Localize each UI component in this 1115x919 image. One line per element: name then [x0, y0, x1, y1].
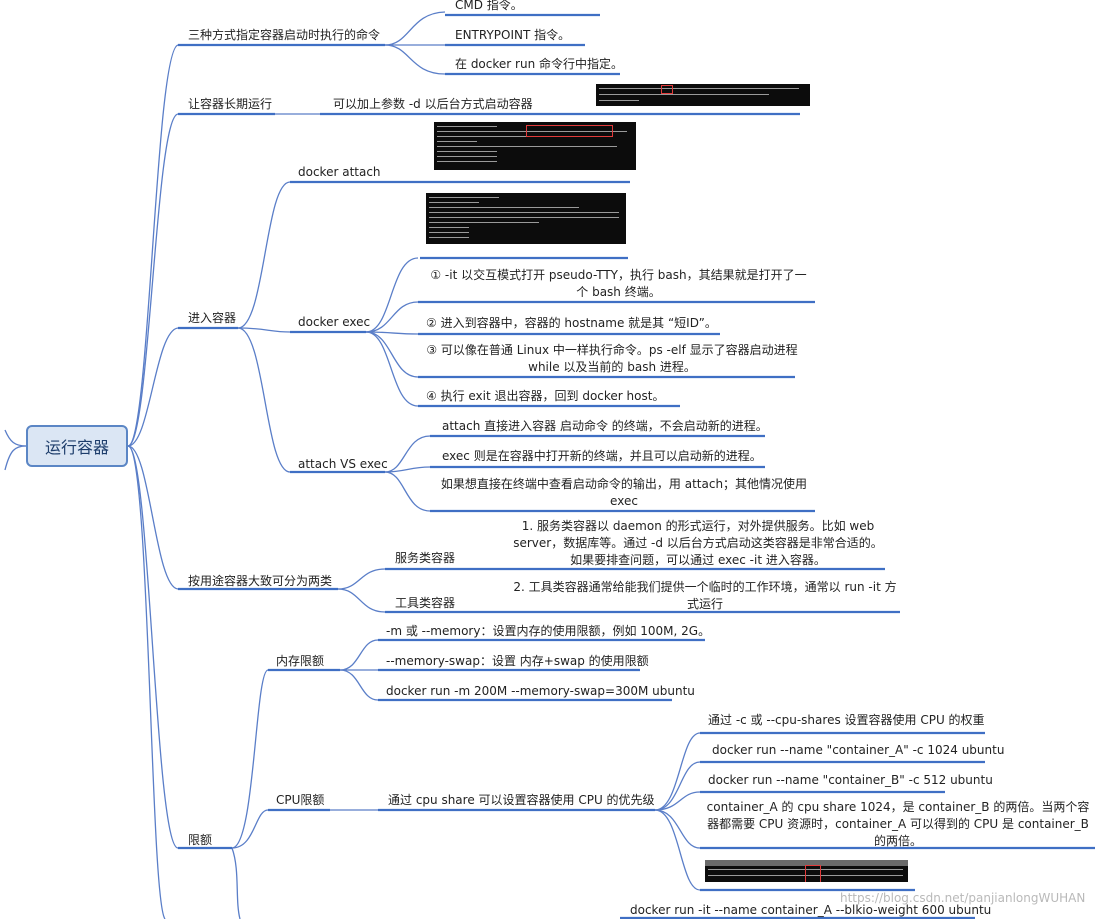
branch-startup-command[interactable]: 三种方式指定容器启动时执行的命令	[188, 28, 381, 42]
node-tool-container[interactable]: 工具类容器	[395, 596, 456, 610]
node-exec-note-1[interactable]: ① -it 以交互模式打开 pseudo-TTY，执行 bash，其结果就是打开…	[430, 268, 807, 299]
node-mem-note-2[interactable]: --memory-swap：设置 内存+swap 的使用限额	[386, 654, 649, 668]
branch-enter-container[interactable]: 进入容器	[188, 311, 237, 325]
node-docker-exec[interactable]: docker exec	[298, 315, 371, 329]
node-mem-note-3[interactable]: docker run -m 200M --memory-swap=300M ub…	[386, 684, 695, 698]
node-cpu-note-2[interactable]: docker run --name "container_A" -c 1024 …	[712, 743, 1005, 757]
node-tool-note[interactable]: 2. 工具类容器通常给能我们提供一个临时的工作环境，通常以 run -it 方式…	[513, 580, 897, 611]
node-cpu-limit[interactable]: CPU限额	[276, 793, 325, 807]
node-run-cmdline[interactable]: 在 docker run 命令行中指定。	[455, 57, 623, 71]
node-service-note[interactable]: 1. 服务类容器以 daemon 的形式运行，对外提供服务。比如 web ser…	[513, 519, 883, 567]
terminal-screenshot-exec	[426, 193, 626, 244]
branch-long-running[interactable]: 让容器长期运行	[188, 97, 273, 111]
node-service-container[interactable]: 服务类容器	[395, 551, 456, 565]
terminal-screenshot-run-d	[596, 84, 810, 106]
node-exec-note-2[interactable]: ② 进入到容器中，容器的 hostname 就是其 “短ID”。	[426, 316, 717, 330]
node-cpu-share[interactable]: 通过 cpu share 可以设置容器使用 CPU 的优先级	[388, 793, 655, 807]
branch-container-types[interactable]: 按用途容器大致可分为两类	[188, 574, 333, 588]
node-docker-attach[interactable]: docker attach	[298, 165, 381, 179]
node-attach-vs-exec[interactable]: attach VS exec	[298, 457, 388, 471]
node-mem-note-1[interactable]: -m 或 --memory：设置内存的使用限额，例如 100M, 2G。	[386, 624, 711, 638]
node-exec-note-4[interactable]: ④ 执行 exit 退出容器，回到 docker host。	[426, 389, 665, 403]
node-entrypoint[interactable]: ENTRYPOINT 指令。	[455, 28, 571, 42]
root-node[interactable]: 运行容器	[26, 425, 128, 467]
node-cpu-note-3[interactable]: docker run --name "container_B" -c 512 u…	[708, 773, 993, 787]
node-blkio-weight[interactable]: docker run -it --name container_A --blki…	[630, 903, 992, 917]
node-detach-flag[interactable]: 可以加上参数 -d 以后台方式启动容器	[333, 97, 533, 111]
terminal-screenshot-top	[705, 860, 908, 882]
terminal-screenshot-attach	[434, 122, 636, 170]
node-vs-note-3[interactable]: 如果想直接在终端中查看启动命令的输出，用 attach；其他情况使用 exec	[440, 477, 808, 508]
node-exec-note-3[interactable]: ③ 可以像在普通 Linux 中一样执行命令。ps -elf 显示了容器启动进程…	[426, 343, 798, 374]
watermark: https://blog.csdn.net/panjianlongWUHAN	[840, 891, 1086, 905]
root-label: 运行容器	[44, 438, 109, 457]
node-cpu-note-4[interactable]: container_A 的 cpu share 1024，是 container…	[706, 800, 1090, 848]
node-cpu-note-1[interactable]: 通过 -c 或 --cpu-shares 设置容器使用 CPU 的权重	[708, 713, 985, 727]
branch-limits[interactable]: 限额	[188, 833, 213, 847]
node-cmd[interactable]: CMD 指令。	[455, 0, 523, 12]
node-memory-limit[interactable]: 内存限额	[276, 654, 325, 668]
node-vs-note-2[interactable]: exec 则是在容器中打开新的终端，并且可以启动新的进程。	[442, 449, 762, 463]
node-vs-note-1[interactable]: attach 直接进入容器 启动命令 的终端，不会启动新的进程。	[442, 419, 768, 433]
